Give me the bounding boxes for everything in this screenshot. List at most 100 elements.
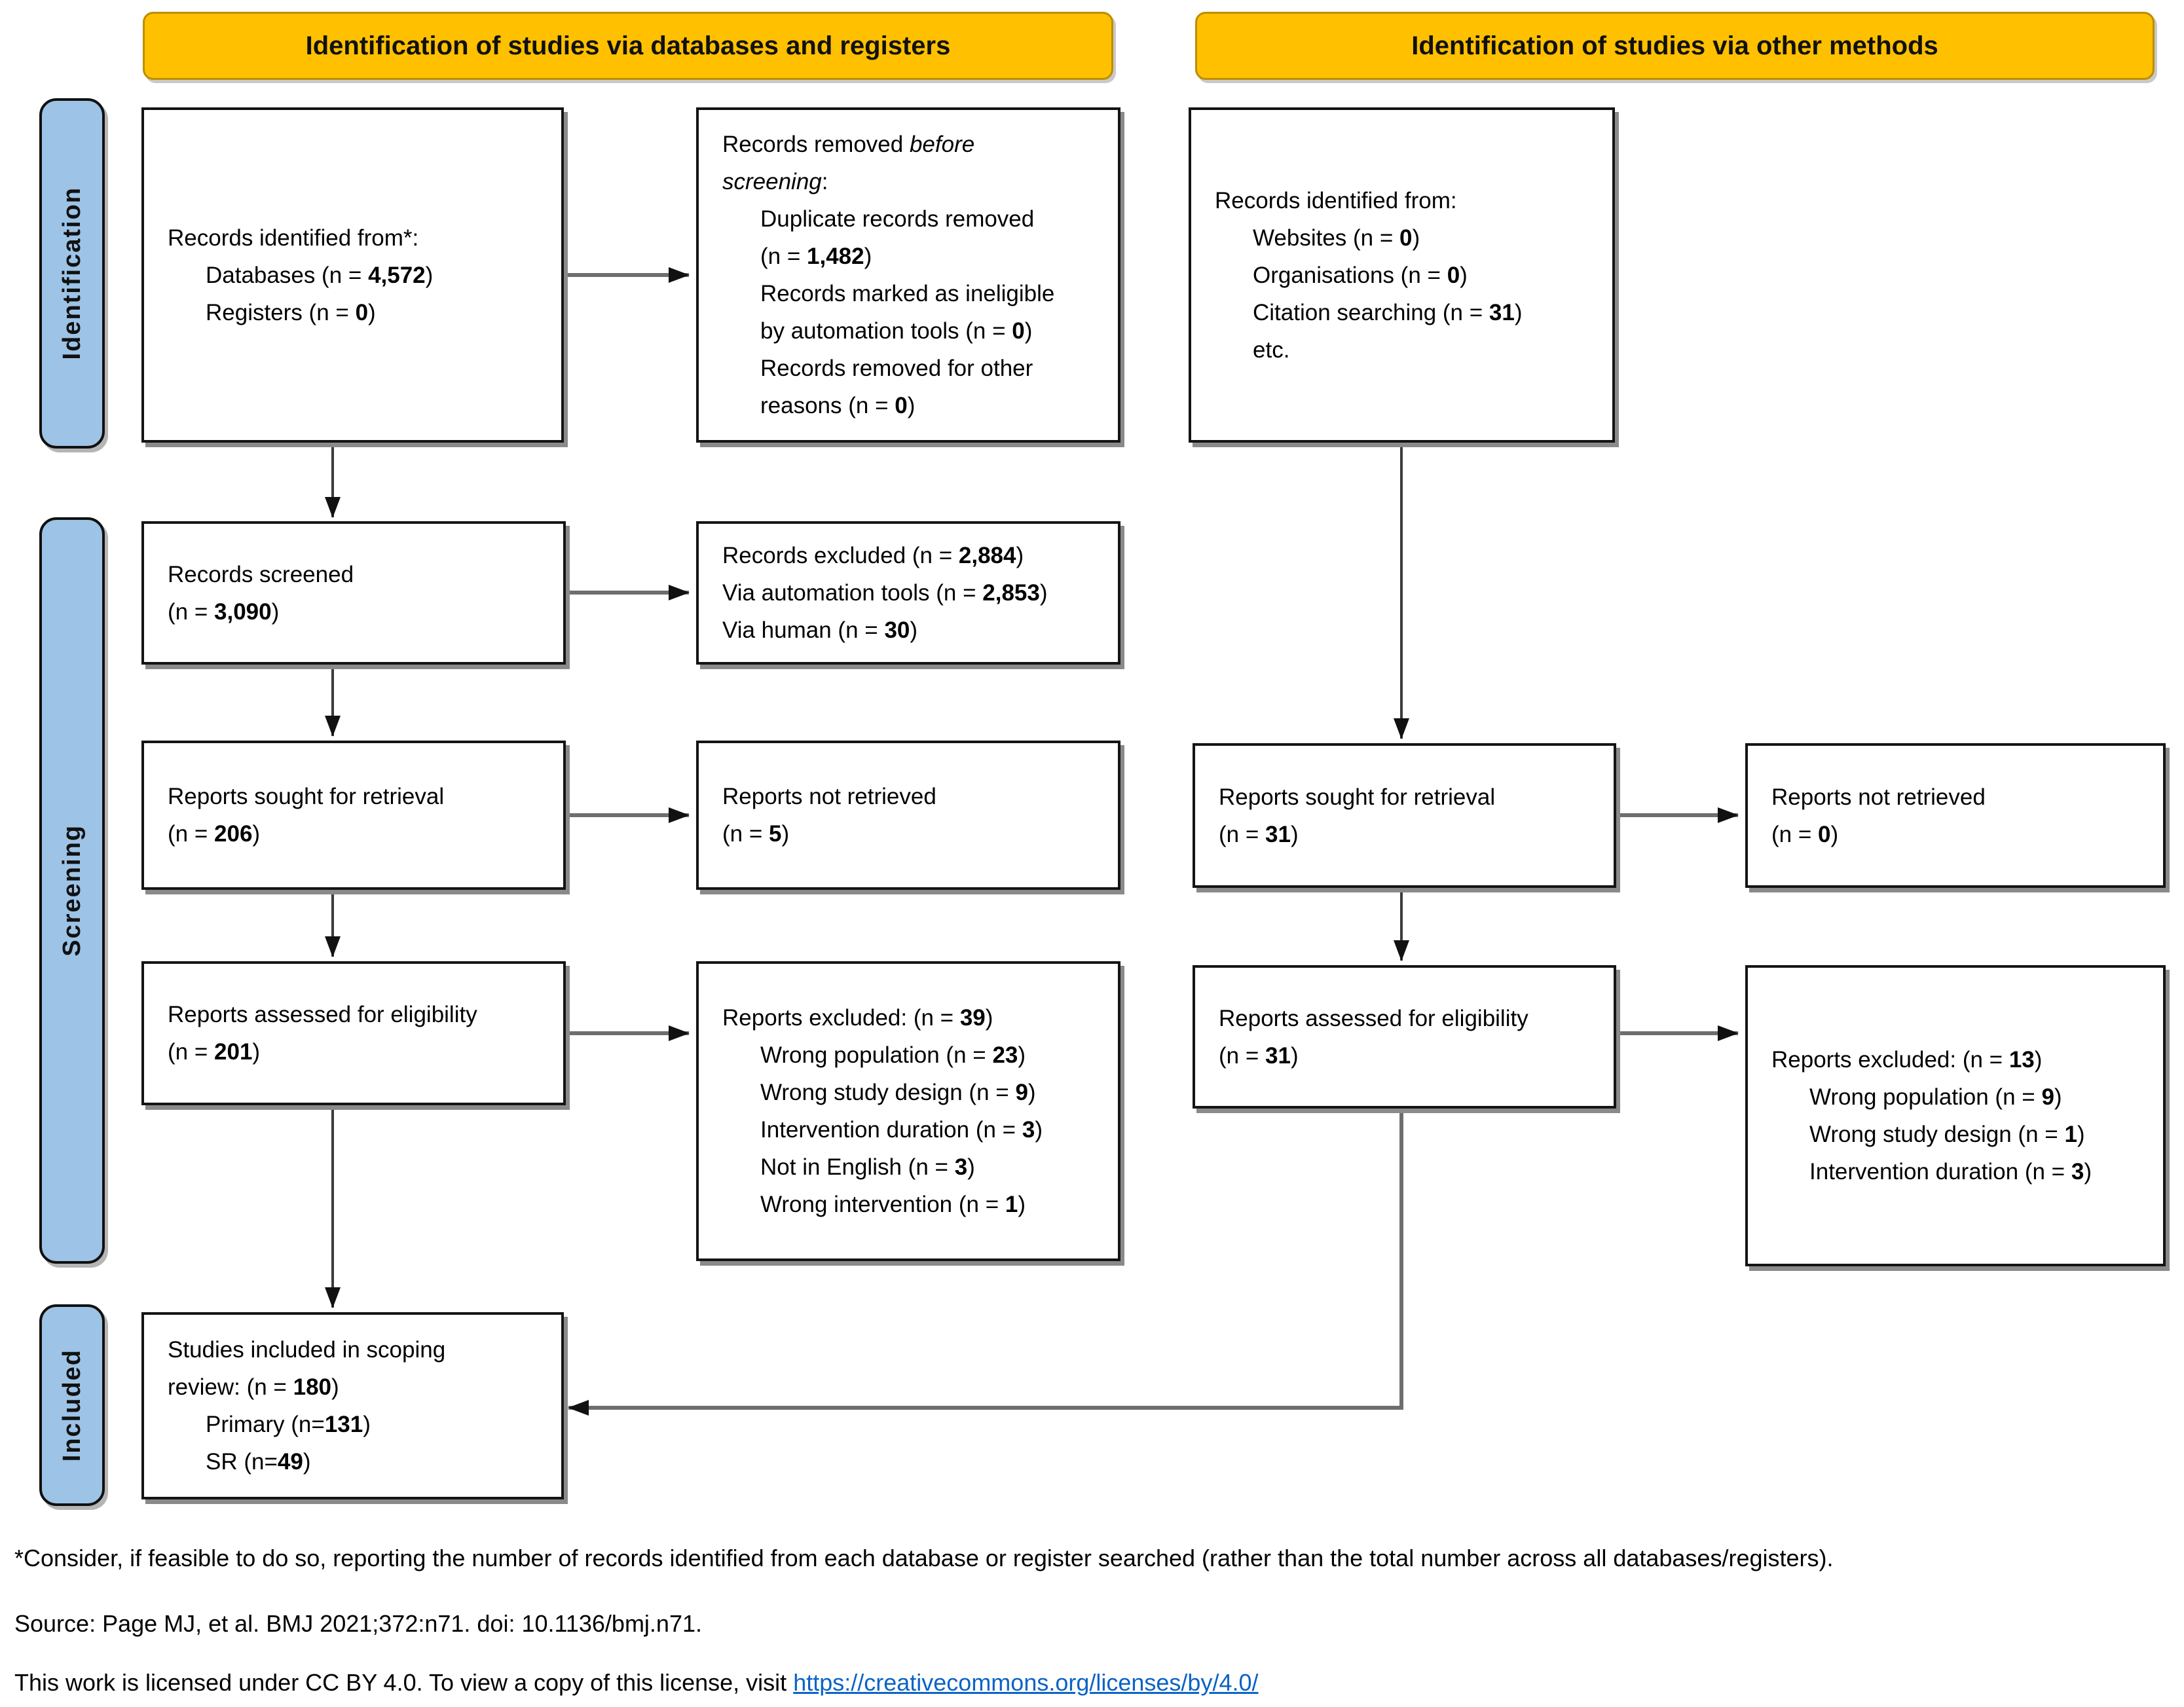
text-segment: 201: [214, 1039, 253, 1065]
text-segment: Registers (n =: [206, 299, 356, 325]
text-segment: 2,884: [958, 543, 1016, 568]
text-segment: ): [864, 244, 872, 269]
text-line: (n = 31): [1219, 816, 1602, 853]
text-segment: 3: [954, 1154, 968, 1180]
stage-included-label: Included: [58, 1348, 86, 1462]
text-line: (n = 0): [1771, 816, 2151, 853]
text-line: (n = 201): [168, 1033, 551, 1071]
text-segment: ): [967, 1154, 975, 1180]
box-reports-excluded-other: Reports excluded: (n = 13) Wrong populati…: [1745, 965, 2166, 1266]
text-segment: (n =: [1219, 821, 1266, 847]
text-line: (n = 31): [1219, 1037, 1602, 1074]
banner-other-methods: Identification of studies via other meth…: [1195, 12, 2155, 80]
text-line: Citation searching (n = 31): [1215, 294, 1601, 331]
text-line: Duplicate records removed: [722, 200, 1106, 238]
text-line: Websites (n = 0): [1215, 219, 1601, 257]
text-segment: Reports sought for retrieval: [168, 784, 445, 809]
text-segment: 31: [1265, 821, 1291, 847]
text-line: by automation tools (n = 0): [722, 312, 1106, 350]
text-segment: Records marked as ineligible: [760, 281, 1055, 306]
text-segment: Via human (n =: [722, 617, 885, 643]
footnote: *Consider, if feasible to do so, reporti…: [14, 1544, 1833, 1573]
text-segment: ): [1016, 543, 1024, 568]
text-segment: ): [252, 1039, 261, 1065]
text-segment: screening: [722, 169, 822, 194]
text-segment: Primary (n=: [206, 1412, 325, 1437]
text-segment: ): [1018, 1042, 1026, 1068]
box-reports-excluded-databases: Reports excluded: (n = 39)Wrong populati…: [696, 961, 1120, 1261]
text-segment: Databases (n =: [206, 262, 369, 288]
text-line: Intervention duration (n = 3): [1771, 1153, 2151, 1190]
box-reports-assessed-databases: Reports assessed for eligibility(n = 201…: [141, 961, 566, 1105]
source-citation: Source: Page MJ, et al. BMJ 2021;372:n71…: [14, 1609, 702, 1638]
text-segment: Reports sought for retrieval: [1219, 784, 1496, 810]
text-segment: ): [907, 393, 916, 418]
text-segment: Reports not retrieved: [1771, 784, 1986, 810]
text-segment: 0: [1447, 262, 1460, 288]
text-segment: Wrong study design (n =: [760, 1080, 1016, 1105]
box-reports-assessed-other: Reports assessed for eligibility (n = 31): [1193, 965, 1616, 1109]
text-segment: (n =: [1219, 1042, 1266, 1069]
text-segment: ): [1027, 1080, 1036, 1105]
text-segment: (n =: [168, 1039, 215, 1065]
text-line: Reports sought for retrieval: [168, 778, 551, 815]
text-segment: Records identified from*:: [168, 225, 419, 251]
text-line: (n = 1,482): [722, 238, 1106, 275]
text-line: (n = 3,090): [168, 593, 551, 631]
text-segment: 180: [293, 1374, 332, 1400]
license-link[interactable]: https://creativecommons.org/licenses/by/…: [793, 1669, 1259, 1696]
text-segment: ): [331, 1374, 339, 1400]
text-line: Reports assessed for eligibility: [1219, 1000, 1602, 1037]
box-records-screened: Records screened(n = 3,090): [141, 521, 566, 665]
text-segment: 131: [324, 1412, 363, 1437]
text-line: Reports assessed for eligibility: [168, 996, 551, 1033]
text-line: etc.: [1215, 331, 1601, 369]
text-segment: Reports assessed for eligibility: [1219, 1005, 1528, 1031]
text-segment: ): [1018, 1192, 1026, 1217]
banner-databases-registers: Identification of studies via databases …: [143, 12, 1113, 80]
text-segment: ): [2034, 1047, 2043, 1073]
arrow-assessed-other-to-included: [568, 1110, 1403, 1416]
text-line: reasons (n = 0): [722, 387, 1106, 424]
text-segment: 1: [2064, 1122, 2077, 1147]
text-line: Wrong intervention (n = 1): [722, 1186, 1106, 1223]
text-segment: Websites (n =: [1253, 225, 1400, 251]
text-segment: Citation searching (n =: [1253, 299, 1489, 325]
text-segment: ): [368, 299, 376, 325]
text-line: Reports not retrieved: [1771, 779, 2151, 816]
text-segment: ): [1024, 318, 1033, 344]
text-segment: 206: [214, 821, 253, 847]
text-line: Records removed before: [722, 126, 1106, 163]
text-line: This work is licensed under CC BY 4.0. T…: [14, 1668, 1259, 1697]
text-line: Reports excluded: (n = 13): [1771, 1041, 2151, 1078]
box-records-identified-databases: Records identified from*:Databases (n = …: [141, 107, 564, 443]
text-segment: Records removed: [722, 132, 910, 157]
text-line: *Consider, if feasible to do so, reporti…: [14, 1544, 1833, 1573]
text-line: Records screened: [168, 556, 551, 593]
box-records-excluded: Records excluded (n = 2,884)Via automati…: [696, 521, 1120, 665]
text-segment: ): [303, 1449, 311, 1475]
text-segment: 0: [355, 299, 369, 325]
text-segment: ): [2077, 1122, 2085, 1147]
text-segment: 13: [2008, 1047, 2035, 1073]
text-segment: ): [910, 617, 918, 643]
text-segment: Wrong population (n =: [1809, 1084, 2042, 1110]
text-segment: :: [821, 169, 828, 194]
text-segment: *Consider, if feasible to do so, reporti…: [14, 1545, 1834, 1571]
text-segment: 31: [1489, 299, 1515, 325]
text-segment: 5: [769, 821, 782, 847]
text-segment: Intervention duration (n =: [1809, 1159, 2071, 1184]
text-segment: 30: [884, 617, 910, 643]
text-segment: ): [425, 262, 434, 288]
text-line: Records identified from*:: [168, 219, 549, 257]
text-segment: Wrong population (n =: [760, 1042, 993, 1068]
stage-screening-label: Screening: [58, 824, 86, 957]
text-segment: before: [909, 132, 975, 157]
text-segment: Records identified from:: [1215, 187, 1457, 213]
text-line: Reports sought for retrieval: [1219, 779, 1602, 816]
text-segment: Studies included in scoping: [168, 1337, 446, 1363]
text-line: Records removed for other: [722, 350, 1106, 387]
